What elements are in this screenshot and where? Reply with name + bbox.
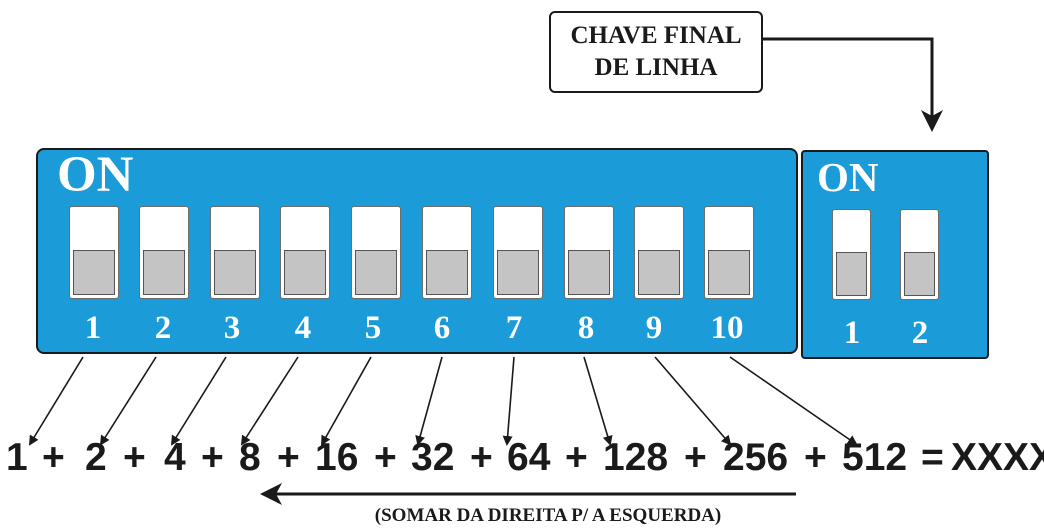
on-label: ON xyxy=(57,147,134,203)
plus-sign: + xyxy=(123,436,146,479)
dip-switch-2[interactable] xyxy=(139,206,189,299)
switch-number-4: 4 xyxy=(294,310,312,346)
switch-knob xyxy=(568,250,610,295)
dip-switch-4[interactable] xyxy=(280,206,330,299)
weight-arrow-1 xyxy=(28,356,84,446)
weight-arrow-3 xyxy=(170,356,227,446)
weight-8: 8 xyxy=(239,436,261,479)
callout-arrow xyxy=(763,37,943,132)
plus-sign: + xyxy=(374,436,397,479)
switch-number-1: 1 xyxy=(84,310,102,346)
weight-arrow-9 xyxy=(654,356,732,446)
switch-knob xyxy=(708,250,750,295)
weight-256: 256 xyxy=(723,436,789,479)
plus-sign: + xyxy=(201,436,224,479)
end-switch-number-1: 1 xyxy=(843,315,861,351)
dip-switch-1[interactable] xyxy=(69,206,119,299)
switch-number-8: 8 xyxy=(577,310,595,346)
switch-knob xyxy=(904,252,935,296)
switch-number-6: 6 xyxy=(433,310,451,346)
switch-knob xyxy=(497,250,539,295)
dip-switch-7[interactable] xyxy=(493,206,543,299)
sum-direction-note: (SOMAR DA DIREITA P/ A ESQUERDA) xyxy=(374,505,722,526)
end-switch-1[interactable] xyxy=(832,209,871,300)
weight-arrow-2 xyxy=(99,356,157,446)
switch-knob xyxy=(426,250,468,295)
plus-sign: + xyxy=(277,436,300,479)
weight-arrow-5 xyxy=(321,356,372,446)
weight-sum-equation: 1 + 2 + 4 + 8 + 16 + 32 + 64 + 128 + 256… xyxy=(3,435,1044,505)
dip-switch-8[interactable] xyxy=(564,206,614,299)
weight-2: 2 xyxy=(85,436,107,479)
switch-knob xyxy=(638,250,680,295)
sum-result: XXXX xyxy=(951,436,1044,479)
plus-sign: + xyxy=(684,436,707,479)
dip-switch-10[interactable] xyxy=(704,206,754,299)
end-switch-number-2: 2 xyxy=(911,315,929,351)
weight-arrow-6 xyxy=(415,356,443,446)
weight-arrow-7 xyxy=(502,356,515,446)
switch-knob xyxy=(284,250,326,295)
plus-sign: + xyxy=(42,436,65,479)
weight-64: 64 xyxy=(507,436,551,479)
switch-number-9: 9 xyxy=(645,310,663,346)
end-switch-2[interactable] xyxy=(900,209,939,300)
switch-knob xyxy=(355,250,397,295)
weight-arrow-4 xyxy=(240,356,299,446)
plus-sign: + xyxy=(470,436,493,479)
weight-32: 32 xyxy=(411,436,455,479)
equals-sign: = xyxy=(921,436,944,479)
weight-arrow-8 xyxy=(583,356,613,446)
switch-number-3: 3 xyxy=(223,310,241,346)
weight-16: 16 xyxy=(315,436,359,479)
end-of-line-callout: CHAVE FINAL DE LINHA xyxy=(549,11,763,93)
plus-sign: + xyxy=(804,436,827,479)
switch-number-7: 7 xyxy=(505,310,523,346)
switch-number-10: 10 xyxy=(710,310,744,346)
switch-number-2: 2 xyxy=(154,310,172,346)
plus-sign: + xyxy=(565,436,588,479)
dip-switch-5[interactable] xyxy=(351,206,401,299)
switch-knob xyxy=(143,250,185,295)
dip-switch-6[interactable] xyxy=(422,206,472,299)
weight-512: 512 xyxy=(842,436,908,479)
callout-line-2: DE LINHA xyxy=(594,54,718,81)
switch-knob xyxy=(836,252,867,296)
switch-number-5: 5 xyxy=(364,310,382,346)
weight-4: 4 xyxy=(164,436,186,479)
switch-knob xyxy=(214,250,256,295)
weight-1: 1 xyxy=(6,436,28,479)
address-dip-switch-block: ON 1 2 3 4 5 6 7 8 9 10 xyxy=(36,147,798,354)
weight-arrow-10 xyxy=(729,356,858,446)
switch-knob xyxy=(73,250,115,295)
on-label: ON xyxy=(817,154,879,200)
end-of-line-dip-switch-block: ON 1 2 xyxy=(801,150,989,359)
weight-128: 128 xyxy=(603,436,669,479)
callout-line-1: CHAVE FINAL xyxy=(570,22,742,49)
dip-switch-3[interactable] xyxy=(210,206,260,299)
dip-switch-9[interactable] xyxy=(634,206,684,299)
